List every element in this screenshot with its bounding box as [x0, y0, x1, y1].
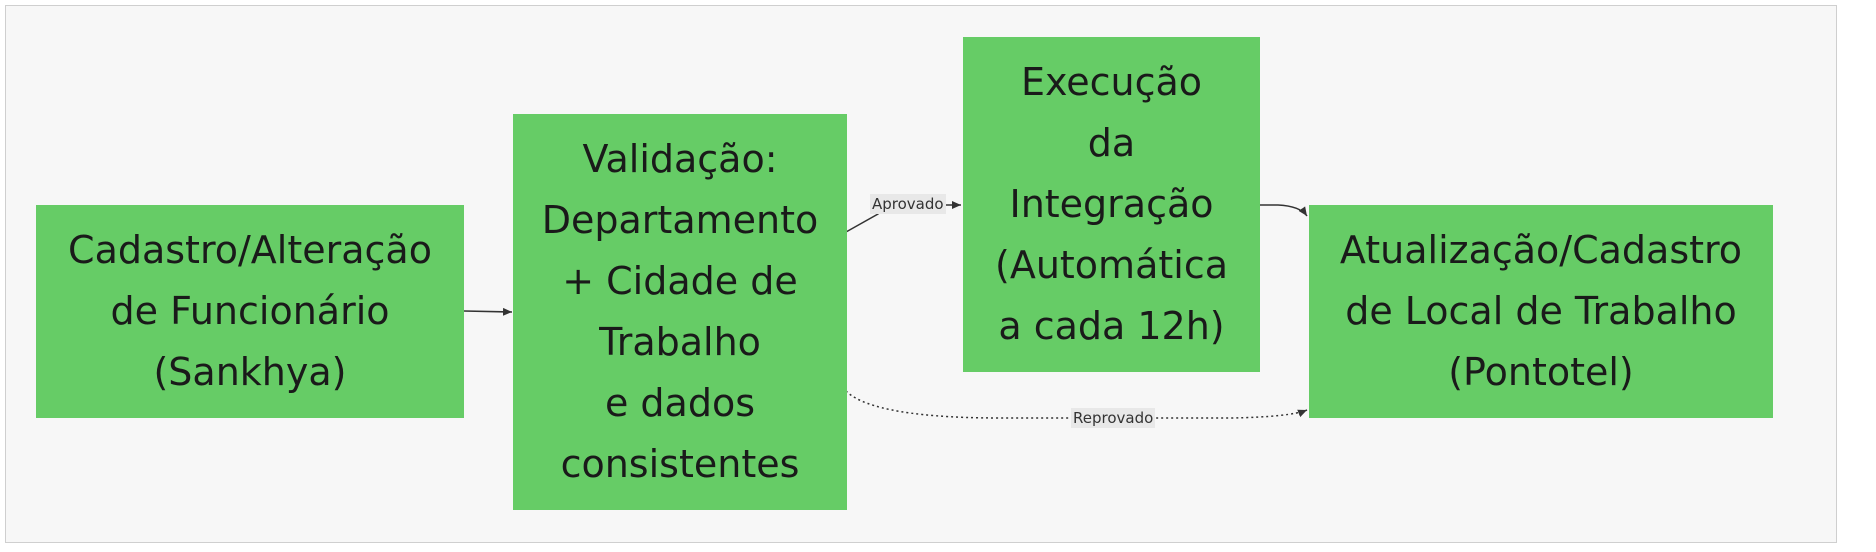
node-cadastro-funcionario: Cadastro/Alteração de Funcionário (Sankh… [36, 205, 464, 418]
edge-validacao-to-atualizacao [845, 390, 1308, 419]
node-atualizacao-label: Atualização/Cadastro de Local de Trabalh… [1339, 228, 1743, 394]
edge-label-reprovado: Reprovado [1071, 408, 1156, 428]
node-validacao-label: Validação: Departamento + Cidade de Trab… [541, 137, 819, 486]
edge-cadastro-to-validacao [463, 307, 513, 316]
edge-execucao-to-atualizacao [1260, 204, 1308, 217]
node-cadastro-label: Cadastro/Alteração de Funcionário (Sankh… [68, 228, 432, 394]
edge-label-aprovado: Aprovado [870, 194, 946, 214]
node-atualizacao-local: Atualização/Cadastro de Local de Trabalh… [1309, 205, 1773, 418]
node-validacao: Validação: Departamento + Cidade de Trab… [513, 114, 847, 510]
node-execucao-label: Execução da Integração (Automática a cad… [995, 60, 1228, 348]
node-execucao-integracao: Execução da Integração (Automática a cad… [963, 37, 1260, 372]
